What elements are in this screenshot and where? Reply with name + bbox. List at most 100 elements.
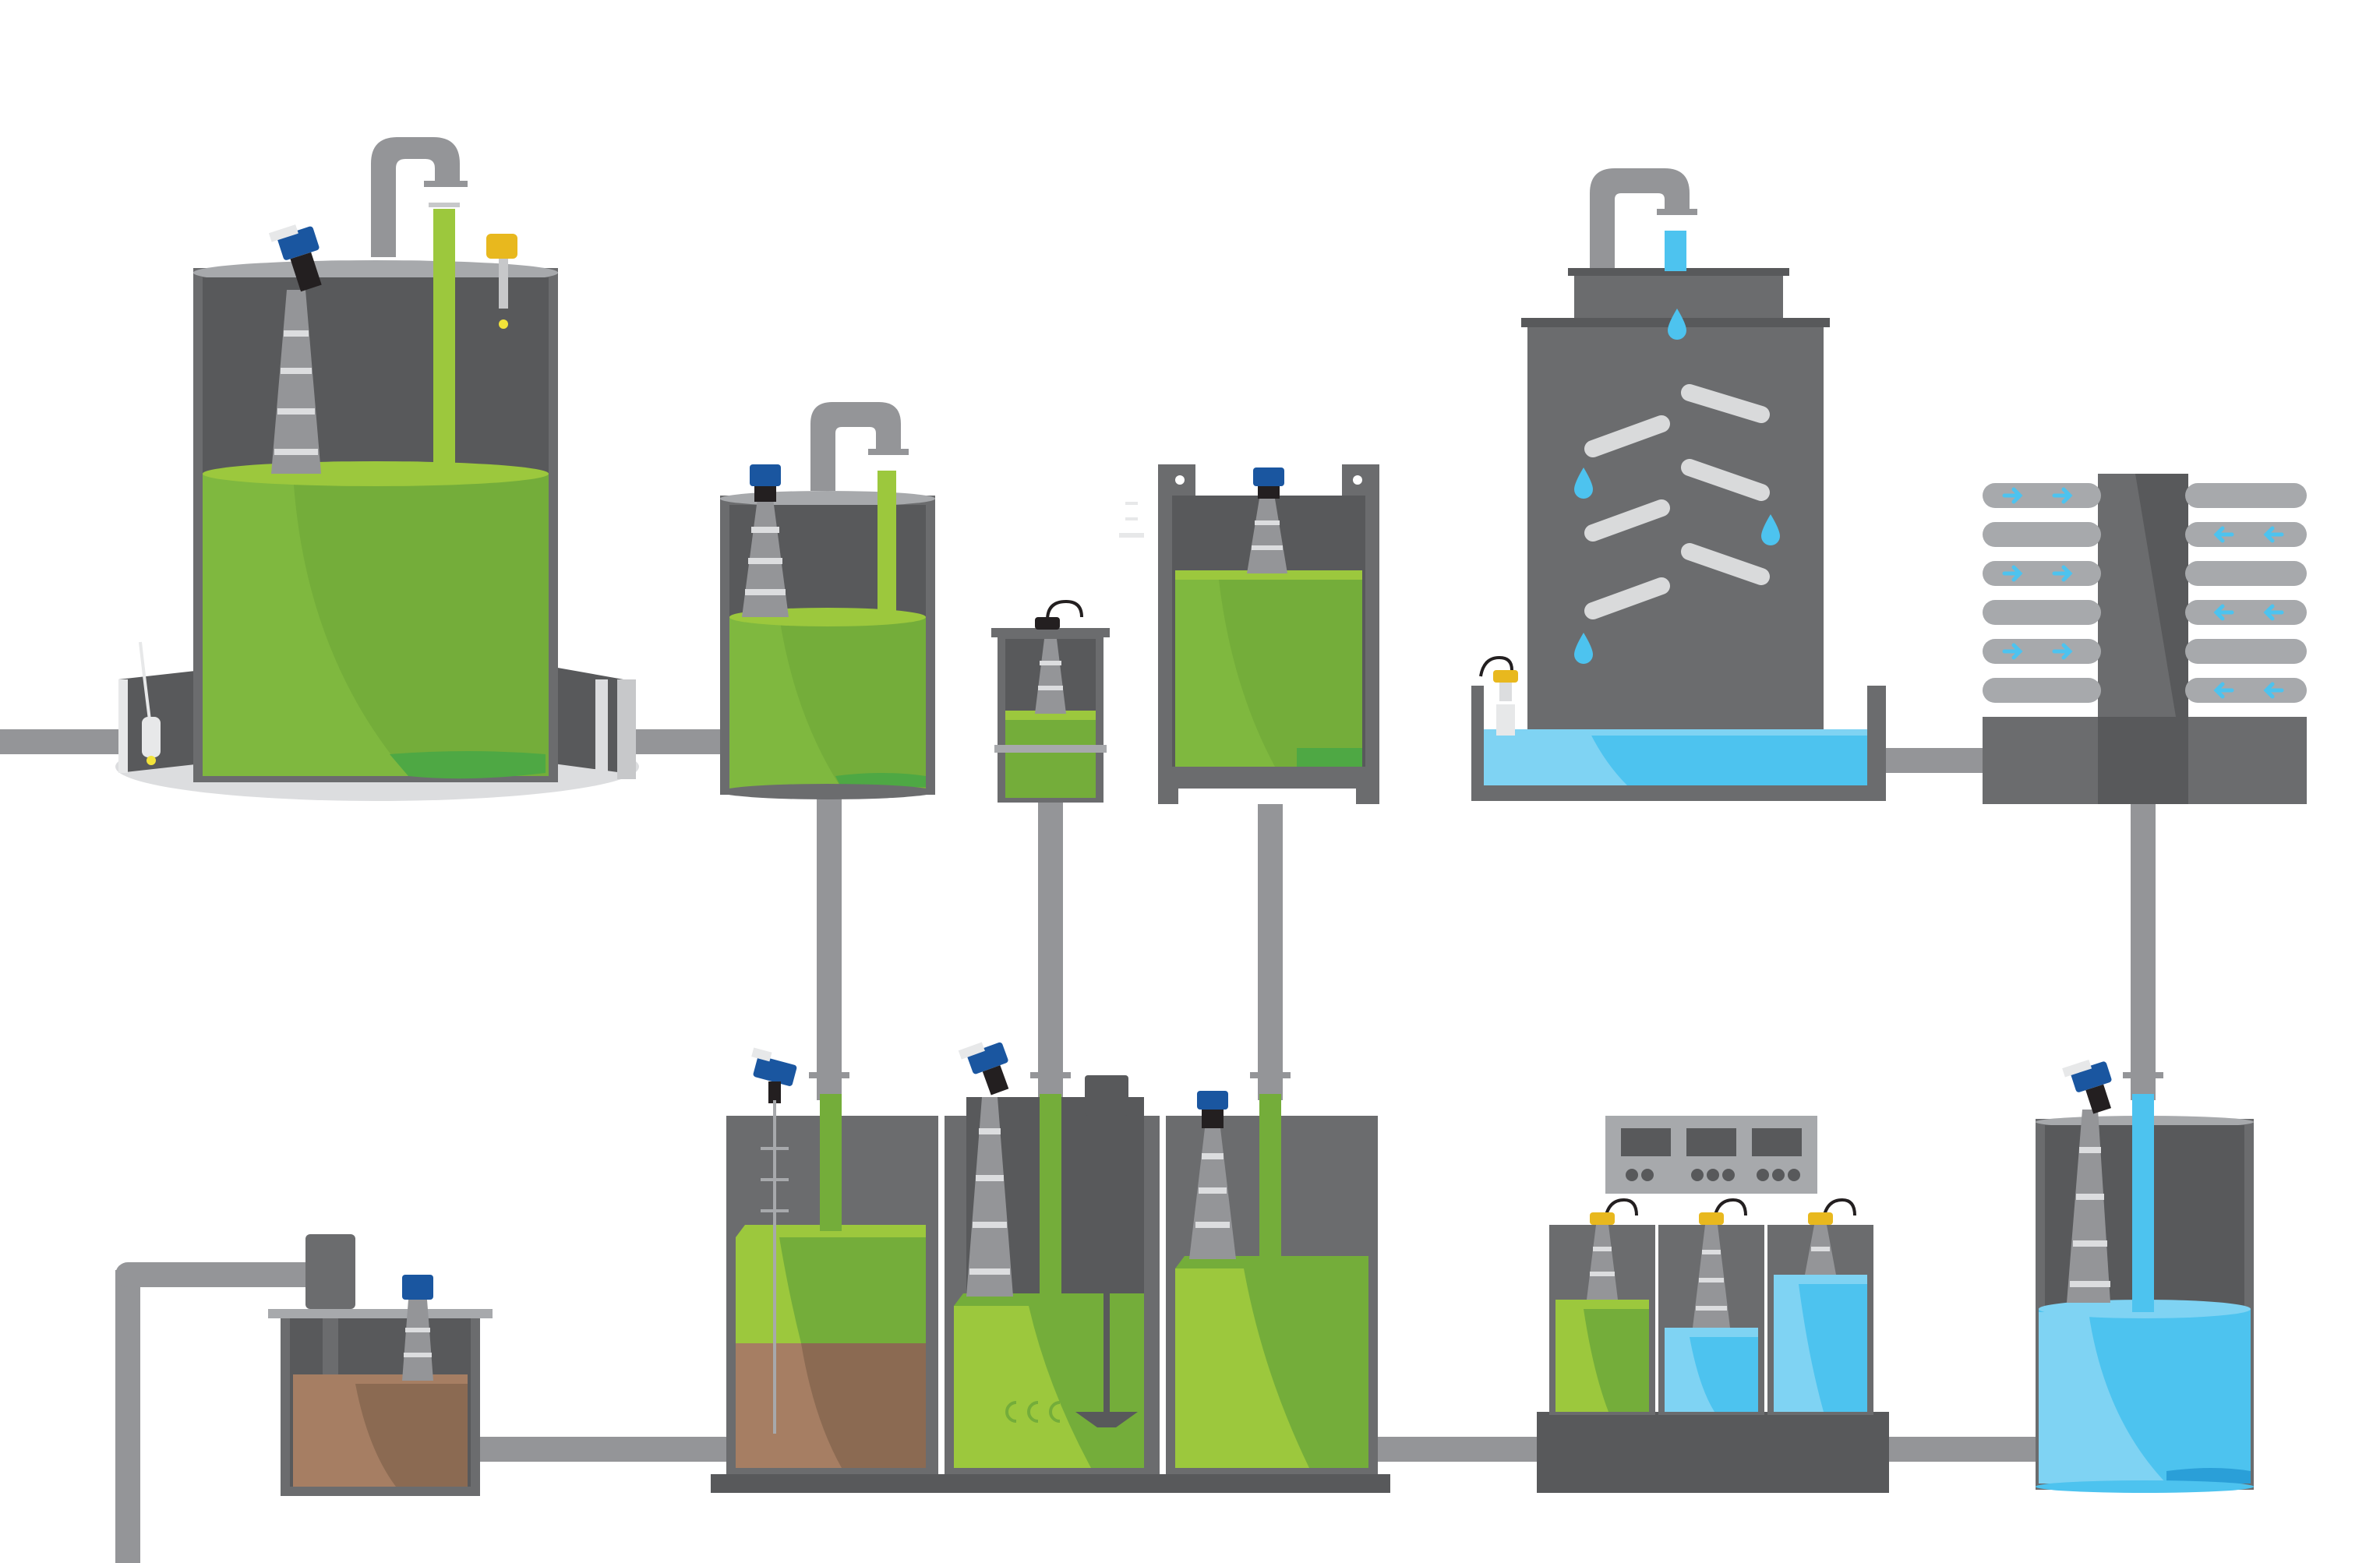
tank-band <box>994 745 1107 753</box>
filter-media <box>1584 384 1770 619</box>
pipe-square-down <box>1258 795 1283 1100</box>
gooseneck-pipe-tower <box>1590 168 1690 268</box>
pipes <box>0 137 2163 1563</box>
pipe-flange <box>1657 209 1697 215</box>
tank-top-rim <box>720 491 935 506</box>
pipe-flange <box>868 449 909 455</box>
ultrasonic-level-sensor-icon <box>1587 1198 1638 1300</box>
beam-stripe <box>2070 1281 2110 1287</box>
beam-stripe <box>745 589 786 595</box>
beam-stripe <box>2076 1194 2104 1200</box>
inflow-stream <box>877 471 896 617</box>
tank-lid <box>991 628 1110 637</box>
sensor-beam <box>2067 1110 2110 1303</box>
beam-stripe <box>1195 1222 1230 1228</box>
inlet-pipe-left <box>0 729 128 754</box>
tower-body <box>1527 318 1824 742</box>
beam-stripe <box>1255 520 1280 525</box>
beam-stripe <box>281 368 312 374</box>
beam-stripe <box>1040 661 1061 665</box>
liquid-surface <box>1005 711 1096 720</box>
pipe-sump-to-clarifier <box>468 1437 733 1462</box>
sensor-beam <box>1247 499 1287 573</box>
beam-stripe <box>277 408 315 415</box>
beam-stripe <box>1202 1153 1224 1159</box>
pipe-flange <box>429 203 460 207</box>
basin-floor <box>1471 785 1886 801</box>
gooseneck-pipe-buffer <box>810 402 901 491</box>
sludge-highlight <box>736 1343 842 1468</box>
beam-stripe <box>976 1175 1004 1181</box>
liquid-highlight <box>1175 580 1275 767</box>
liquid-highlight <box>736 1237 801 1343</box>
sludge-surface <box>293 1374 468 1384</box>
storage-tank <box>115 203 639 801</box>
ultrasonic-level-sensor-icon <box>268 224 322 292</box>
ibc-tank <box>1158 464 1379 804</box>
inflow-stream <box>820 1094 842 1231</box>
liquid-bottom-shade <box>1297 748 1362 767</box>
float-switch-icon <box>139 641 161 765</box>
trickling-filter-tower <box>1471 231 1886 801</box>
ghost-mark <box>1119 533 1144 538</box>
pipe-small-down <box>1038 795 1063 1100</box>
pipe-cooler-down <box>2131 795 2156 1100</box>
beam-stripe <box>2079 1147 2101 1153</box>
vibrating-level-switch-icon <box>486 234 517 329</box>
liquid-highlight <box>1774 1284 1824 1412</box>
water-highlight <box>1484 732 1627 785</box>
ultrasonic-level-sensor-icon <box>1693 1198 1747 1328</box>
basin-wall-left <box>1471 686 1484 801</box>
liquid-highlight <box>729 617 842 789</box>
pipe-buffer-down <box>817 795 842 1100</box>
radar-probe-icon <box>751 1047 797 1434</box>
ultrasonic-level-sensor-icon <box>958 1042 1009 1096</box>
liquid-highlight <box>203 474 408 776</box>
frame-foot-gap <box>1178 789 1356 804</box>
ultrasonic-level-sensor-icon <box>402 1275 433 1381</box>
liquid-bottom-shade <box>390 751 546 779</box>
control-panel-icon <box>1605 1116 1817 1194</box>
pipe-storage-to-buffer <box>623 729 736 754</box>
pipe-flange <box>424 181 468 187</box>
beam-stripe <box>1038 686 1063 690</box>
sensor-beam <box>1035 639 1066 714</box>
ultrasonic-level-sensor-icon <box>1805 1198 1856 1275</box>
beam-stripe <box>1199 1187 1227 1194</box>
effluent-tank <box>2036 1059 2254 1493</box>
water-surface <box>1484 729 1867 736</box>
dosing-station <box>1537 1116 1889 1493</box>
beam-stripe <box>973 1222 1007 1228</box>
plate-heat-exchanger <box>1983 474 2307 804</box>
aeration-bubbles <box>1005 1401 1061 1423</box>
buffer-tank <box>720 464 935 799</box>
frame-bolt <box>1175 475 1185 485</box>
sensor-beam <box>966 1097 1013 1297</box>
pipe-outlet-vertical <box>115 1270 140 1563</box>
tank-bottom <box>2036 1480 2254 1493</box>
pipe-basin-to-cooler <box>1878 748 1987 773</box>
pump-shaft <box>323 1318 338 1381</box>
sludge-sump <box>268 1234 493 1496</box>
beam-stripe <box>748 558 782 564</box>
liquid-surface <box>1774 1275 1867 1284</box>
frame-bolt <box>1353 475 1362 485</box>
tank-bottom <box>720 784 935 799</box>
gooseneck-pipe-storage <box>371 137 460 257</box>
pipe-flange <box>2123 1072 2163 1078</box>
station-base <box>1537 1412 1889 1493</box>
tower-cap-ledge <box>1568 268 1789 276</box>
liquid-surface <box>1175 570 1362 580</box>
radar-probe-icon <box>1035 599 1083 630</box>
inflow-stream <box>1259 1094 1281 1268</box>
basin-wall-right <box>1867 686 1886 801</box>
bund-wall-right <box>553 667 623 773</box>
liquid-highlight <box>1555 1309 1608 1412</box>
ultrasonic-level-sensor-icon <box>2062 1059 2112 1114</box>
liquid-surface <box>1555 1300 1649 1309</box>
column-highlight <box>2098 474 2176 717</box>
beam-stripe <box>1252 545 1283 550</box>
pump-motor <box>305 1234 355 1309</box>
liquid-bottom-shade <box>2166 1468 2251 1484</box>
